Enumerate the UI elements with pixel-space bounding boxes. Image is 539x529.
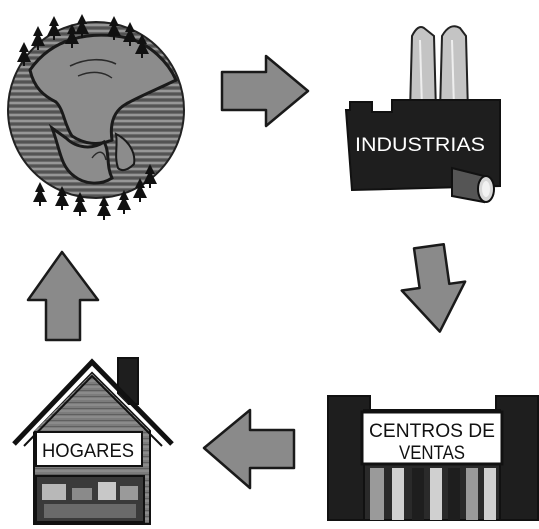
industries-node: INDUSTRIAS [344, 25, 501, 204]
factory-icon [344, 25, 501, 204]
industries-label: INDUSTRIAS [355, 135, 485, 156]
stores-label-line2: VENTAS [399, 443, 465, 464]
earth-globe-icon [7, 14, 185, 220]
arrow-up-icon [26, 250, 100, 342]
arrow-right-icon [220, 54, 310, 128]
earth-node [7, 14, 185, 220]
arrow-down-icon [400, 242, 467, 333]
house-icon [12, 357, 174, 525]
stores-node: CENTROS DE VENTAS [327, 395, 539, 521]
store-front-icon [327, 395, 539, 521]
arrow-left-icon [202, 408, 296, 490]
homes-node: HOGARES [12, 357, 174, 525]
stores-label-line1: CENTROS DE [369, 421, 495, 442]
homes-label: HOGARES [42, 441, 134, 462]
